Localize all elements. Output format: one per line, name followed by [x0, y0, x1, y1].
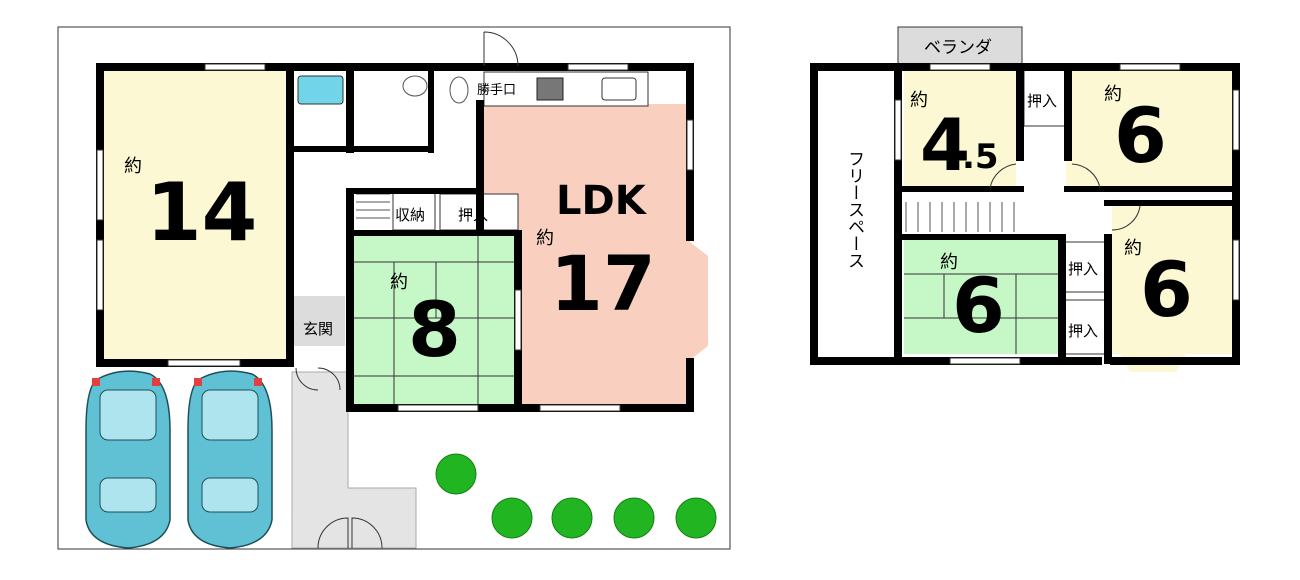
door-swing-3: [1111, 205, 1141, 231]
room-6-tatami-approx: 約: [940, 252, 958, 273]
tatami-lines-f2: [904, 273, 1058, 354]
hallway: [293, 154, 348, 294]
room-west-size: 14: [146, 166, 257, 259]
car-right: [187, 370, 273, 549]
tree-icon: [551, 497, 593, 539]
tatami-size: 8: [408, 285, 461, 374]
room-6-tatami: [904, 240, 1058, 354]
room-6-south: [1112, 206, 1232, 372]
door-swing-2: [1071, 163, 1101, 189]
closet-3-label: 押入: [1068, 322, 1098, 340]
room-west-14: [98, 66, 288, 364]
room-4-5-size-decimal: .5: [962, 137, 999, 177]
storage-label: 収納: [395, 206, 425, 224]
room-4-5: [904, 70, 1016, 188]
room-4-5-approx: 約: [910, 90, 928, 111]
entrance-floor: [293, 296, 345, 346]
free-space: [816, 70, 892, 356]
windows-f1: [96, 63, 694, 412]
stairs-f1: [356, 193, 390, 219]
gate-door-swing: [317, 517, 383, 549]
entrance-label: 玄関: [303, 320, 333, 338]
ldk-approx: 約: [536, 228, 554, 249]
washbasin-icon: [402, 75, 428, 97]
balcony: [897, 26, 1023, 66]
room-west-approx: 約: [124, 156, 142, 177]
room-6-south-size: 6: [1140, 245, 1193, 334]
tree-icon: [613, 497, 655, 539]
room-4-5-size-main: 4: [920, 103, 970, 187]
door-swing-1: [989, 163, 1017, 189]
room-6-tatami-size: 6: [952, 261, 1005, 350]
floor2: ベランダ フリースペース 約 4 .5 約 6 約 6 約 6 押入 押入 押入: [810, 26, 1240, 372]
ldk-name: LDK: [556, 178, 648, 224]
toilet-icon: [449, 76, 469, 104]
bathtub-icon: [297, 75, 344, 105]
free-space-label: フリースペース: [844, 150, 864, 269]
site-boundary: [57, 26, 731, 550]
tree-icon: [435, 453, 477, 495]
windows-f2: [894, 63, 1240, 365]
room-6-north-approx: 約: [1104, 84, 1122, 105]
tree-icon: [491, 497, 533, 539]
balcony-label: ベランダ: [924, 38, 992, 58]
closet-2-label: 押入: [1068, 260, 1098, 278]
tatami-approx: 約: [390, 272, 408, 293]
room-6-south-approx: 約: [1124, 238, 1142, 259]
room-6-north: [1066, 70, 1232, 188]
back-door-swing: [483, 31, 519, 67]
tatami-lines: [352, 236, 520, 404]
room-ldk: [484, 104, 708, 404]
sink-icon: [601, 77, 637, 101]
closet-1-label: 押入: [1027, 92, 1057, 110]
stairs-f2: [905, 202, 1015, 232]
tree-icon: [675, 497, 717, 539]
room-6-north-size: 6: [1114, 91, 1167, 180]
car-left: [85, 370, 171, 549]
ldk-size: 17: [550, 239, 656, 328]
back-door-label: 勝手口: [477, 83, 516, 98]
floor1: 約 14 約 8 LDK 約 17 収納 押入 勝手口 玄関: [57, 26, 731, 550]
entrance-door-swing: [295, 367, 341, 391]
trees: [435, 453, 717, 539]
stove-icon: [536, 77, 564, 101]
storage-room: [392, 189, 436, 231]
closet-label: 押入: [458, 206, 488, 224]
